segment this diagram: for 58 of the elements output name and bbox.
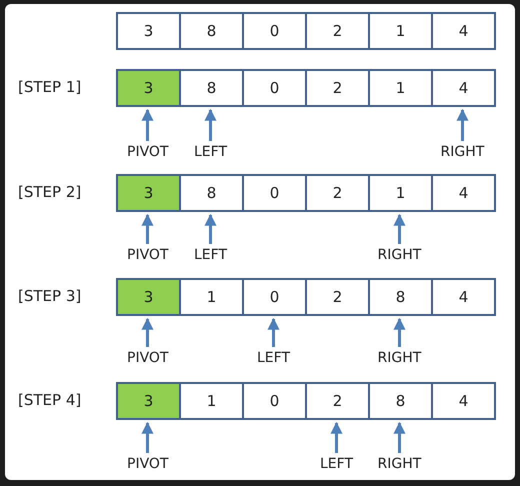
step-label: [STEP 2] [18,183,82,201]
arrow [142,318,154,347]
pointer-label: RIGHT [378,455,422,473]
array-cell: 8 [368,382,433,420]
pivot-cell: 3 [116,278,181,316]
pointer-label: RIGHT [440,143,484,161]
pointer-label: PIVOT [127,143,168,161]
pointer-label: LEFT [257,349,290,367]
array-cell: 4 [431,12,496,50]
arrow [204,214,216,244]
array-cell: 0 [242,12,307,50]
array-cell: 1 [368,12,433,50]
array-cell: 8 [179,174,244,212]
array-cell: 1 [368,174,433,212]
array-cell: 4 [431,278,496,316]
pivot-cell: 3 [116,174,181,212]
step-label: [STEP 1] [18,78,82,96]
array-cell: 0 [242,69,307,107]
arrow [142,422,154,453]
arrow [394,318,406,347]
array-cell: 2 [305,69,370,107]
pointer-label: RIGHT [378,349,422,367]
array-cell: 2 [305,12,370,50]
arrow [268,318,280,347]
pivot-cell: 3 [116,69,181,107]
arrow [394,214,406,244]
array-cell: 0 [242,174,307,212]
pointer-label: LEFT [194,143,228,161]
pointer-label: PIVOT [127,455,168,473]
array-cell: 2 [305,174,370,212]
pointer-label: RIGHT [378,246,422,264]
array-cell: 8 [179,12,244,50]
array-cell: 3 [116,12,181,50]
array-cell: 4 [431,69,496,107]
arrow [456,108,468,141]
array-cell: 8 [368,278,433,316]
array-cell: 0 [242,278,307,316]
step-label: [STEP 4] [18,391,82,409]
array-cell: 1 [179,382,244,420]
pivot-cell: 3 [116,382,181,420]
array-cell: 2 [305,382,370,420]
step-label: [STEP 3] [18,287,82,305]
arrow [142,108,154,141]
array-cell: 1 [368,69,433,107]
array-cell: 2 [305,278,370,316]
arrow [142,214,154,244]
pointer-label: LEFT [320,455,354,473]
array-cell: 4 [431,382,496,420]
array-cell: 0 [242,382,307,420]
array-cell: 8 [179,69,244,107]
array-cell: 4 [431,174,496,212]
pointer-label: PIVOT [127,246,168,264]
array-cell: 1 [179,278,244,316]
arrow [330,422,342,453]
pointer-label: LEFT [194,246,228,264]
arrow [204,108,216,141]
pointer-label: PIVOT [127,349,168,367]
arrow [394,422,406,453]
